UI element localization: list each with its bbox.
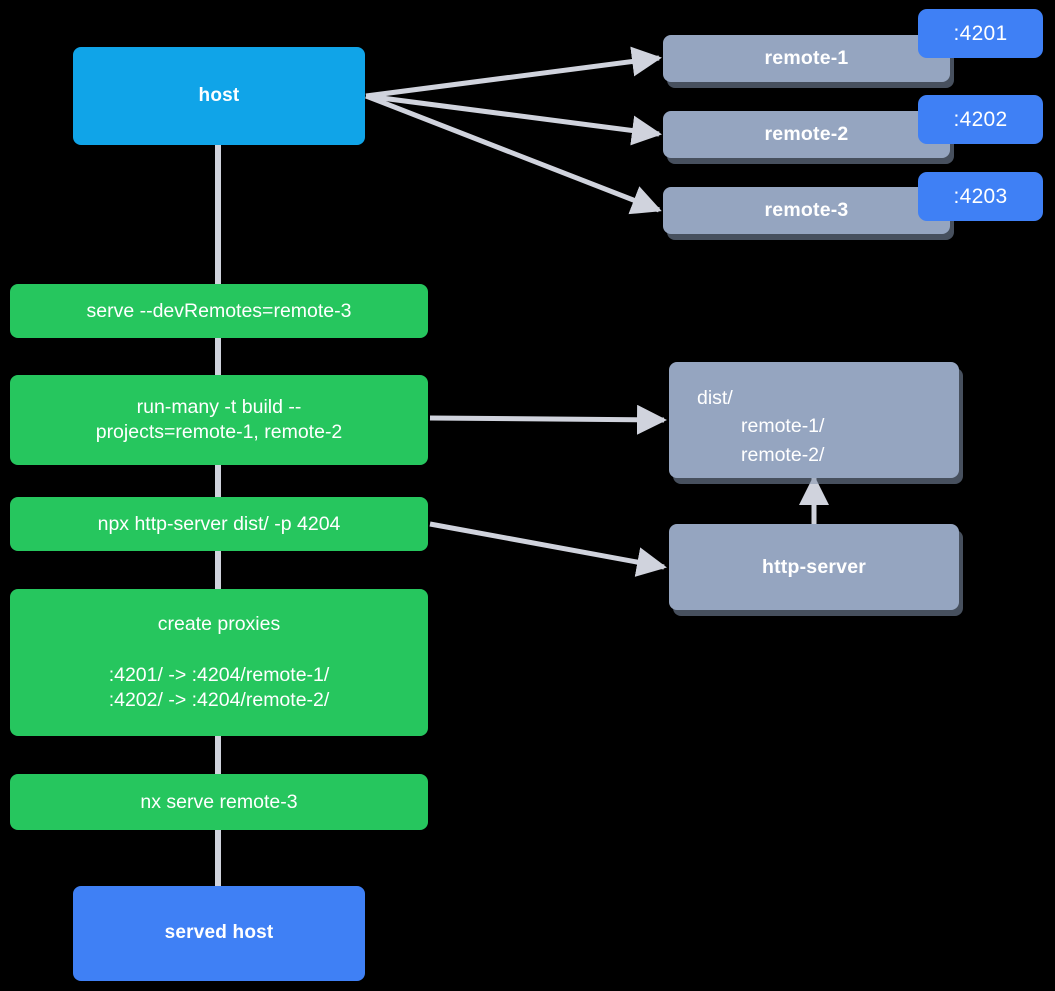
node-dist-line-1: dist/ (697, 387, 733, 409)
command-create-proxies-mapping-2: :4202/ -> :4204/remote-2/ (108, 688, 330, 711)
node-host-label: host (198, 84, 240, 106)
edge-host-to-remote-1 (365, 46, 662, 99)
node-served-host-label: served host (164, 922, 274, 944)
node-host[interactable]: host (73, 47, 365, 145)
command-run-many-line-1: run-many -t build -- (136, 396, 302, 419)
command-serve[interactable]: serve --devRemotes=remote-3 (10, 284, 428, 338)
command-create-proxies-mapping-1: :4201/ -> :4204/remote-1/ (108, 664, 330, 687)
node-dist-line-2: remote-1/ (741, 415, 825, 438)
node-remote-2-label: remote-2 (764, 123, 849, 146)
edge-run-many-to-dist (429, 404, 667, 435)
badge-remote-3-port: :4203 (918, 172, 1043, 221)
command-serve-label: serve --devRemotes=remote-3 (86, 299, 352, 322)
command-run-many-line-2: projects=remote-1, remote-2 (95, 421, 343, 443)
badge-remote-2-port-label: :4202 (953, 107, 1008, 131)
command-npx-http-server-label: npx http-server dist/ -p 4204 (97, 512, 341, 535)
node-http-server[interactable]: http-server (669, 524, 959, 610)
node-http-server-label: http-server (761, 555, 867, 578)
node-remote-1[interactable]: remote-1 (663, 35, 950, 82)
node-remote-1-label: remote-1 (764, 47, 849, 70)
node-served-host[interactable]: served host (73, 886, 365, 981)
command-create-proxies-title: create proxies (157, 613, 281, 636)
badge-remote-1-port: :4201 (918, 9, 1043, 58)
node-dist-directory[interactable]: dist/ remote-1/ remote-2/ (669, 362, 959, 478)
edge-host-to-remote-2 (365, 93, 662, 146)
command-nx-serve-remote-3[interactable]: nx serve remote-3 (10, 774, 428, 830)
command-npx-http-server[interactable]: npx http-server dist/ -p 4204 (10, 497, 428, 551)
badge-remote-2-port: :4202 (918, 95, 1043, 144)
node-remote-2[interactable]: remote-2 (663, 111, 950, 158)
command-nx-serve-remote-3-label: nx serve remote-3 (140, 790, 298, 813)
node-dist-line-3: remote-2/ (741, 443, 825, 466)
badge-remote-1-port-label: :4201 (953, 21, 1008, 45)
badge-remote-3-port-label: :4203 (953, 184, 1008, 208)
edge-host-to-remote-3 (365, 93, 662, 215)
node-remote-3[interactable]: remote-3 (663, 187, 950, 234)
command-create-proxies[interactable]: create proxies :4201/ -> :4204/remote-1/… (10, 589, 428, 736)
node-remote-3-label: remote-3 (764, 199, 849, 222)
edge-http-cmd-to-http-server (429, 521, 667, 577)
command-run-many[interactable]: run-many -t build -- projects=remote-1, … (10, 375, 428, 465)
